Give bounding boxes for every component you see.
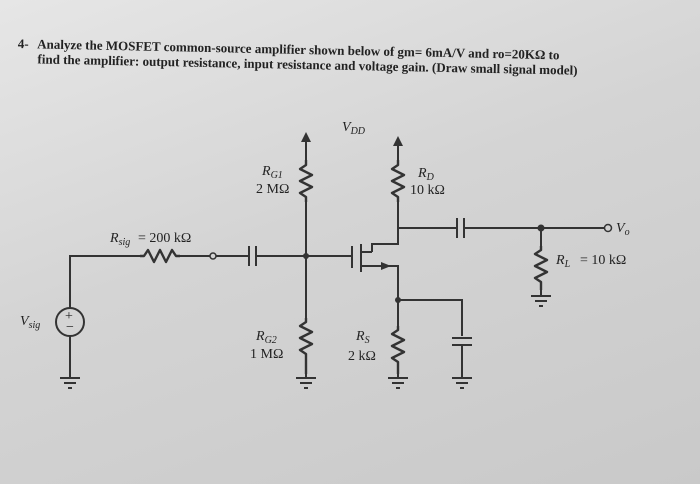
output-terminal	[603, 223, 613, 233]
vdd-label: VDD	[342, 120, 366, 137]
rg2-value: 1 MΩ	[250, 347, 283, 362]
rg1-name: RG1	[261, 164, 283, 181]
rs-value: 2 kΩ	[348, 349, 376, 364]
rl-resistor	[533, 246, 549, 290]
rl-value: = 10 kΩ	[580, 253, 626, 268]
rl-ground-icon	[531, 290, 551, 307]
rs-resistor	[390, 326, 406, 374]
rl-name: RL	[555, 253, 571, 270]
vo-label: Vo	[616, 221, 630, 238]
source-plus-sign: +	[65, 309, 73, 324]
rd-name: RD	[417, 166, 435, 183]
rs-name: RS	[355, 329, 370, 346]
drain-wire	[371, 202, 399, 252]
rs-ground-icon	[388, 374, 408, 389]
vsig-label: Vsig	[20, 314, 40, 331]
gate-node	[303, 253, 309, 259]
rg1-resistor	[298, 160, 314, 202]
input-coupling-capacitor	[248, 246, 257, 266]
source-ground-icon	[60, 372, 80, 389]
bypass-cap-wire	[398, 299, 463, 336]
rg2-name: RG2	[255, 329, 277, 346]
source-minus-sign: −	[66, 320, 74, 335]
vdd-arrow-right	[393, 136, 403, 146]
bypass-ground-icon	[452, 377, 472, 389]
mosfet-source-arrow	[381, 262, 391, 270]
rsig-name: Rsig	[109, 231, 130, 248]
bypass-capacitor	[452, 337, 472, 346]
rsig-value: = 200 kΩ	[138, 231, 191, 246]
rd-value: 10 kΩ	[410, 183, 445, 198]
input-terminal	[209, 252, 217, 260]
rsig-resistor	[140, 248, 180, 264]
rd-resistor	[390, 160, 406, 202]
rg1-value: 2 MΩ	[256, 182, 289, 197]
rg2-resistor	[298, 318, 314, 374]
output-coupling-capacitor	[456, 218, 465, 238]
rg2-ground-icon	[296, 374, 316, 389]
source-top-wire	[69, 255, 140, 308]
mosfet-drain-source-leads	[361, 251, 399, 300]
vdd-arrow-left	[301, 132, 311, 142]
